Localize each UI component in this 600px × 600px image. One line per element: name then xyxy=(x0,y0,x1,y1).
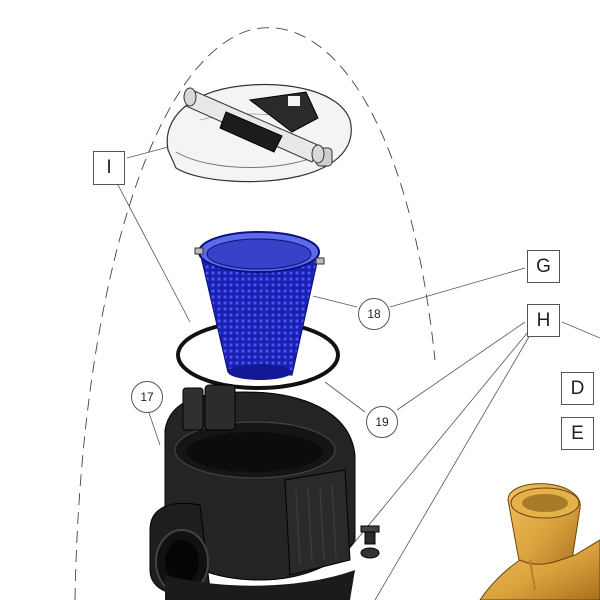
callout-17: 17 xyxy=(131,381,163,413)
label-E: E xyxy=(561,417,594,450)
drain-bolt xyxy=(360,525,380,559)
label-D: D xyxy=(561,372,594,405)
assembly-guide-arc xyxy=(74,27,436,600)
pump-housing xyxy=(149,384,356,600)
brass-union-fitting xyxy=(479,483,600,600)
callout-19: 19 xyxy=(366,406,398,438)
callout-18: 18 xyxy=(358,298,390,330)
label-I: I xyxy=(93,151,125,185)
label-H: H xyxy=(527,304,560,337)
label-G: G xyxy=(527,250,560,283)
strainer-lid xyxy=(166,83,352,183)
lid-handle xyxy=(183,87,325,164)
strainer-basket xyxy=(194,231,325,380)
